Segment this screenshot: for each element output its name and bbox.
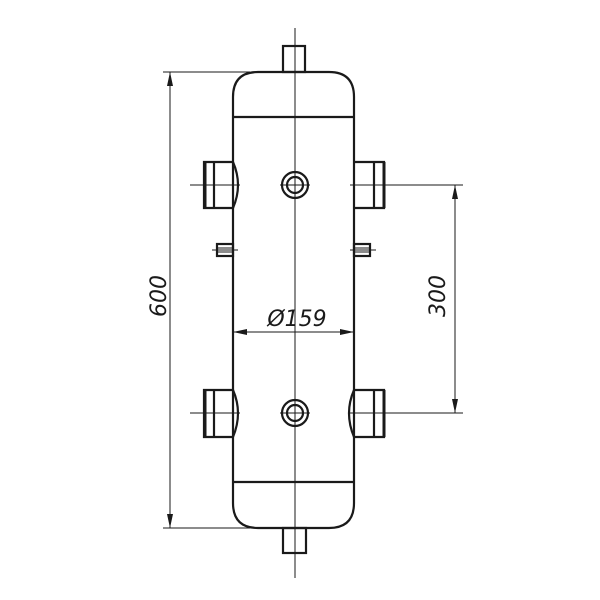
right-upper-nozzle [350, 160, 420, 210]
top-nozzle [281, 44, 307, 74]
upper-port [280, 170, 310, 200]
spacing-dimension-label: 300 [426, 275, 451, 317]
height-dimension-label: 600 [147, 275, 172, 317]
left-lower-nozzle [190, 388, 240, 439]
lower-port [280, 398, 310, 428]
right-bracket [350, 242, 376, 258]
height-dimension [163, 71, 250, 529]
left-bracket [212, 242, 238, 258]
left-upper-nozzle [190, 160, 240, 210]
diameter-dimension-label: Ø159 [266, 307, 326, 332]
vessel-body [231, 70, 356, 530]
spacing-dimension [388, 184, 463, 414]
diameter-dimension [233, 329, 354, 335]
